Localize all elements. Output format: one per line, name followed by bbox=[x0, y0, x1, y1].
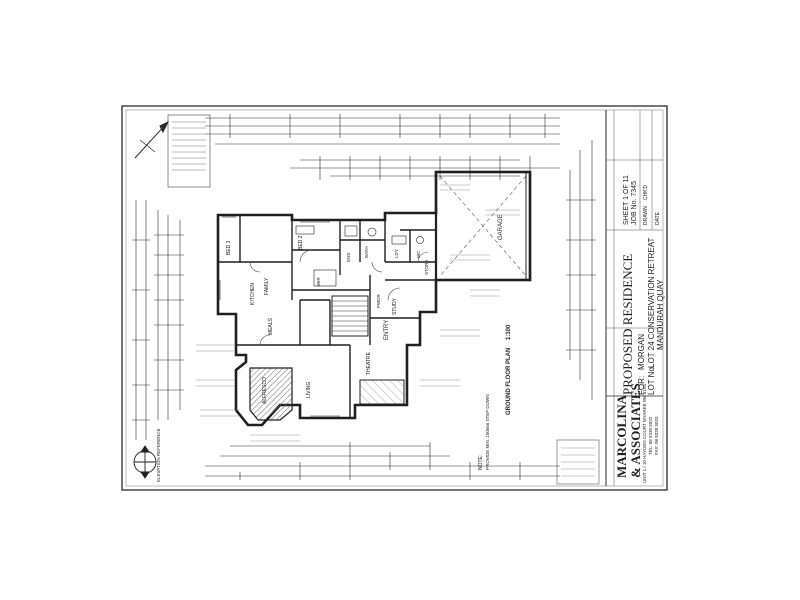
firm-tel: TEL: 08 9330 5022 bbox=[648, 416, 653, 455]
hatched-alfresco bbox=[249, 367, 293, 421]
elevation-reference-marker bbox=[133, 445, 157, 479]
project-title: PROPOSED RESIDENCE bbox=[620, 253, 635, 395]
room-wc: WC bbox=[416, 250, 421, 259]
sheet-border bbox=[121, 105, 668, 491]
hatched-porch bbox=[359, 379, 405, 405]
room-store: STORE bbox=[424, 259, 429, 275]
lot-address: LOT 24 CONSERVATION RETREAT bbox=[647, 237, 656, 368]
room-laundry: LDY bbox=[394, 249, 399, 258]
room-study: STUDY bbox=[392, 298, 398, 315]
top-dimension-strings bbox=[205, 117, 560, 177]
room-bath: BATH bbox=[364, 246, 369, 258]
checked-label: CHK'D bbox=[643, 184, 649, 200]
north-arrow-icon bbox=[134, 120, 170, 159]
firm-fax: FAX: 08 9330 5033 bbox=[654, 416, 659, 455]
room-meals: MEALS bbox=[268, 318, 274, 335]
top-dimension-ticks bbox=[229, 114, 546, 180]
room-living: LIVING bbox=[306, 381, 312, 398]
right-dimension-strings bbox=[566, 140, 596, 400]
plan-scale: 1:100 bbox=[506, 324, 512, 340]
room-alfresco: ALFRESCO bbox=[262, 377, 268, 404]
plan-title: GROUND FLOOR PLAN bbox=[506, 347, 512, 415]
room-powder: PWDR bbox=[376, 294, 381, 308]
garage-outline bbox=[434, 170, 532, 282]
left-dimension-strings bbox=[132, 200, 184, 440]
external-wall-outline bbox=[216, 170, 532, 427]
room-kitchen: KITCHEN bbox=[250, 283, 256, 305]
sheet-number: SHEET 1 OF 11 bbox=[623, 175, 630, 225]
legend-box bbox=[167, 114, 211, 188]
lot-label: LOT No. bbox=[647, 364, 656, 395]
drawn-label: DRAWN bbox=[643, 206, 649, 225]
room-family: FAMILY bbox=[264, 277, 270, 295]
room-wir: WIR bbox=[316, 277, 321, 286]
job-number: JOB No. 7345 bbox=[631, 181, 638, 225]
note-text: PROVIDE MIN. 150mm STEP DOWN bbox=[485, 394, 490, 470]
room-theatre: THEATRE bbox=[366, 352, 372, 375]
date-label: DATE bbox=[655, 212, 661, 225]
client-name: MORGAN bbox=[637, 334, 646, 370]
sheet-inner-border bbox=[125, 109, 664, 487]
elevation-reference-label: ELEVATION REFERENCE bbox=[156, 428, 161, 482]
stair bbox=[331, 295, 369, 337]
room-entry: ENTRY bbox=[384, 319, 390, 340]
room-bed3: BED 3 bbox=[226, 240, 232, 255]
floor-plan bbox=[133, 170, 600, 485]
room-ensuite: ENS bbox=[346, 252, 351, 262]
room-bed2: BED 2 bbox=[298, 235, 304, 250]
approval-stamp bbox=[556, 439, 600, 485]
firm-address: UNIT 1 / 10 HAYDEN COURT MYAREE WA 6154 bbox=[642, 384, 647, 483]
suburb: MANDURAH QUAY bbox=[656, 279, 665, 350]
bottom-dimension-strings bbox=[205, 442, 560, 480]
room-garage: GARAGE bbox=[498, 214, 504, 240]
notes-heading: NOTE: bbox=[478, 454, 484, 470]
